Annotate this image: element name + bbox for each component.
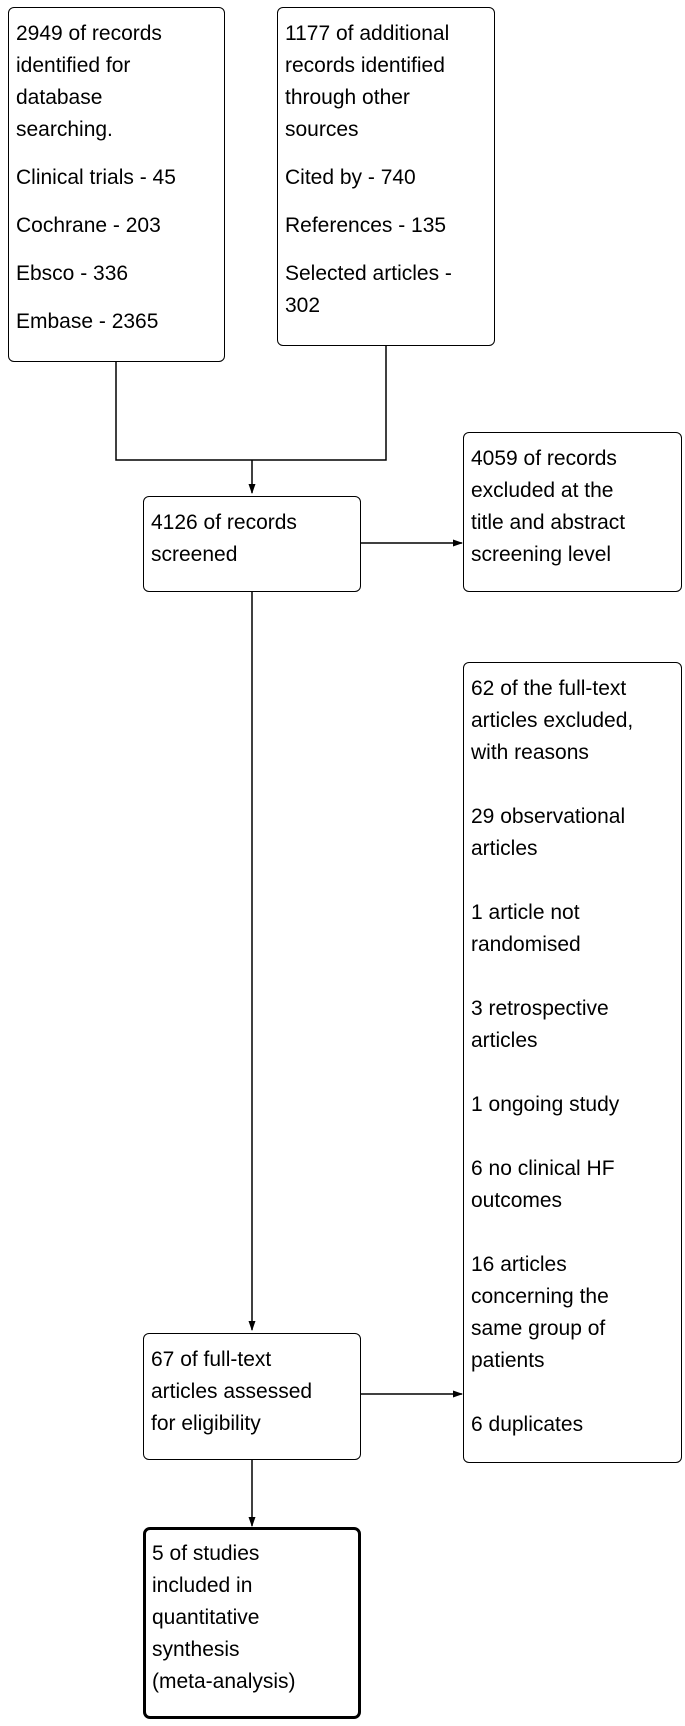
- database-heading-line: 2949 of records: [16, 22, 162, 45]
- screened-line: screened: [151, 543, 238, 566]
- other-source-cited-by: Cited by - 740: [285, 166, 416, 189]
- other-sources-heading-line: records identified: [285, 54, 445, 77]
- reason-same-patient-group: 16 articles: [471, 1253, 567, 1276]
- included-line: synthesis: [152, 1638, 240, 1661]
- database-source-embase: Embase - 2365: [16, 310, 159, 333]
- title-abstract-excluded-box: 4059 of records excluded at the title an…: [463, 432, 682, 592]
- reason-same-patient-group: same group of: [471, 1317, 606, 1340]
- other-source-selected-articles-count: 302: [285, 294, 321, 317]
- reason-no-clinical-outcomes: 6 no clinical HF: [471, 1157, 615, 1180]
- full-text-excluded-heading-line: with reasons: [471, 741, 589, 764]
- title-excluded-line: excluded at the: [471, 479, 614, 502]
- database-heading-line: identified for: [16, 54, 131, 77]
- reason-ongoing-study: 1 ongoing study: [471, 1093, 620, 1116]
- other-source-references: References - 135: [285, 214, 447, 237]
- assessed-line: articles assessed: [151, 1380, 313, 1403]
- title-excluded-line: title and abstract: [471, 511, 626, 534]
- reason-duplicates: 6 duplicates: [471, 1413, 584, 1436]
- reason-not-randomised: 1 article not: [471, 901, 580, 924]
- other-sources-box: 1177 of additional records identified th…: [277, 7, 495, 346]
- included-line: included in: [152, 1574, 253, 1597]
- reason-retrospective: articles: [471, 1029, 538, 1052]
- included-line: (meta-analysis): [152, 1670, 296, 1693]
- full-text-excluded-heading-line: 62 of the full-text: [471, 677, 627, 700]
- database-heading-line: searching.: [16, 118, 113, 141]
- other-source-selected-articles: Selected articles -: [285, 262, 452, 285]
- reason-same-patient-group: concerning the: [471, 1285, 609, 1308]
- database-source-ebsco: Ebsco - 336: [16, 262, 129, 285]
- database-source-cochrane: Cochrane - 203: [16, 214, 161, 237]
- database-records-box: 2949 of records identified for database …: [8, 7, 225, 362]
- included-line: quantitative: [152, 1606, 260, 1629]
- reason-same-patient-group: patients: [471, 1349, 545, 1372]
- reason-observational: articles: [471, 837, 538, 860]
- database-heading-line: database: [16, 86, 103, 109]
- full-text-excluded-box: 62 of the full-text articles excluded, w…: [463, 662, 682, 1463]
- merge-connector: [115, 345, 387, 461]
- included-line: 5 of studies: [152, 1542, 260, 1565]
- full-text-assessed-box: 67 of full-text articles assessed for el…: [143, 1333, 361, 1460]
- title-excluded-line: 4059 of records: [471, 447, 617, 470]
- screened-line: 4126 of records: [151, 511, 297, 534]
- other-sources-heading-line: sources: [285, 118, 359, 141]
- assessed-line: for eligibility: [151, 1412, 261, 1435]
- title-excluded-line: screening level: [471, 543, 612, 566]
- records-screened-box: 4126 of records screened: [143, 496, 361, 592]
- reason-not-randomised: randomised: [471, 933, 581, 956]
- database-source-clinical-trials: Clinical trials - 45: [16, 166, 176, 189]
- reason-no-clinical-outcomes: outcomes: [471, 1189, 563, 1212]
- full-text-excluded-heading-line: articles excluded,: [471, 709, 634, 732]
- reason-observational: 29 observational: [471, 805, 626, 828]
- studies-included-box: 5 of studies included in quantitative sy…: [143, 1527, 361, 1719]
- other-sources-heading-line: 1177 of additional: [285, 22, 450, 45]
- assessed-line: 67 of full-text: [151, 1348, 272, 1371]
- other-sources-heading-line: through other: [285, 86, 410, 109]
- reason-retrospective: 3 retrospective: [471, 997, 609, 1020]
